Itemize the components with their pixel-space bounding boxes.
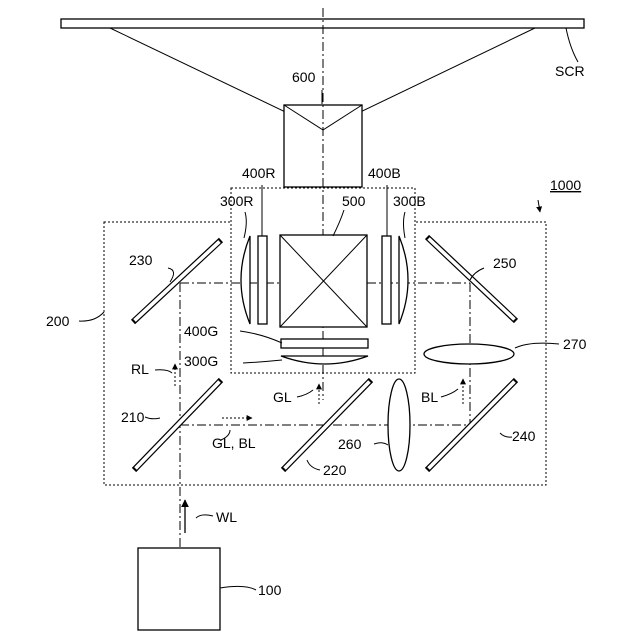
- cross-dichroic-prism-500: [280, 235, 367, 327]
- label-300B: 300B: [393, 193, 426, 209]
- label-300G: 300G: [184, 353, 218, 369]
- label-bl: BL: [421, 389, 438, 405]
- label-wl: WL: [216, 509, 237, 525]
- label-gl: GL: [273, 389, 292, 405]
- label-200: 200: [46, 313, 70, 329]
- label-500: 500: [342, 193, 366, 209]
- label-1000: 1000: [550, 177, 581, 193]
- label-scr: SCR: [555, 63, 585, 79]
- lens-260: [388, 379, 410, 471]
- label-gl-bl: GL, BL: [212, 435, 256, 451]
- mirror-210: [134, 380, 221, 470]
- label-250: 250: [493, 255, 517, 271]
- label-210: 210: [121, 409, 145, 425]
- light-source-100: [138, 548, 220, 630]
- label-270: 270: [563, 336, 587, 352]
- label-300R: 300R: [220, 193, 253, 209]
- label-100: 100: [258, 582, 282, 598]
- green-panel-400G: [281, 339, 368, 348]
- label-rl: RL: [131, 361, 149, 377]
- label-600: 600: [292, 69, 316, 85]
- label-260: 260: [338, 436, 362, 452]
- label-400B: 400B: [368, 165, 401, 181]
- lens-270: [424, 344, 514, 364]
- label-220: 220: [323, 462, 347, 478]
- blue-panel-400B: [382, 236, 391, 324]
- label-240: 240: [512, 428, 536, 444]
- label-400R: 400R: [242, 165, 275, 181]
- label-400G: 400G: [184, 323, 218, 339]
- label-230: 230: [129, 252, 153, 268]
- mirror-250: [427, 237, 516, 321]
- red-panel-400R: [258, 236, 267, 324]
